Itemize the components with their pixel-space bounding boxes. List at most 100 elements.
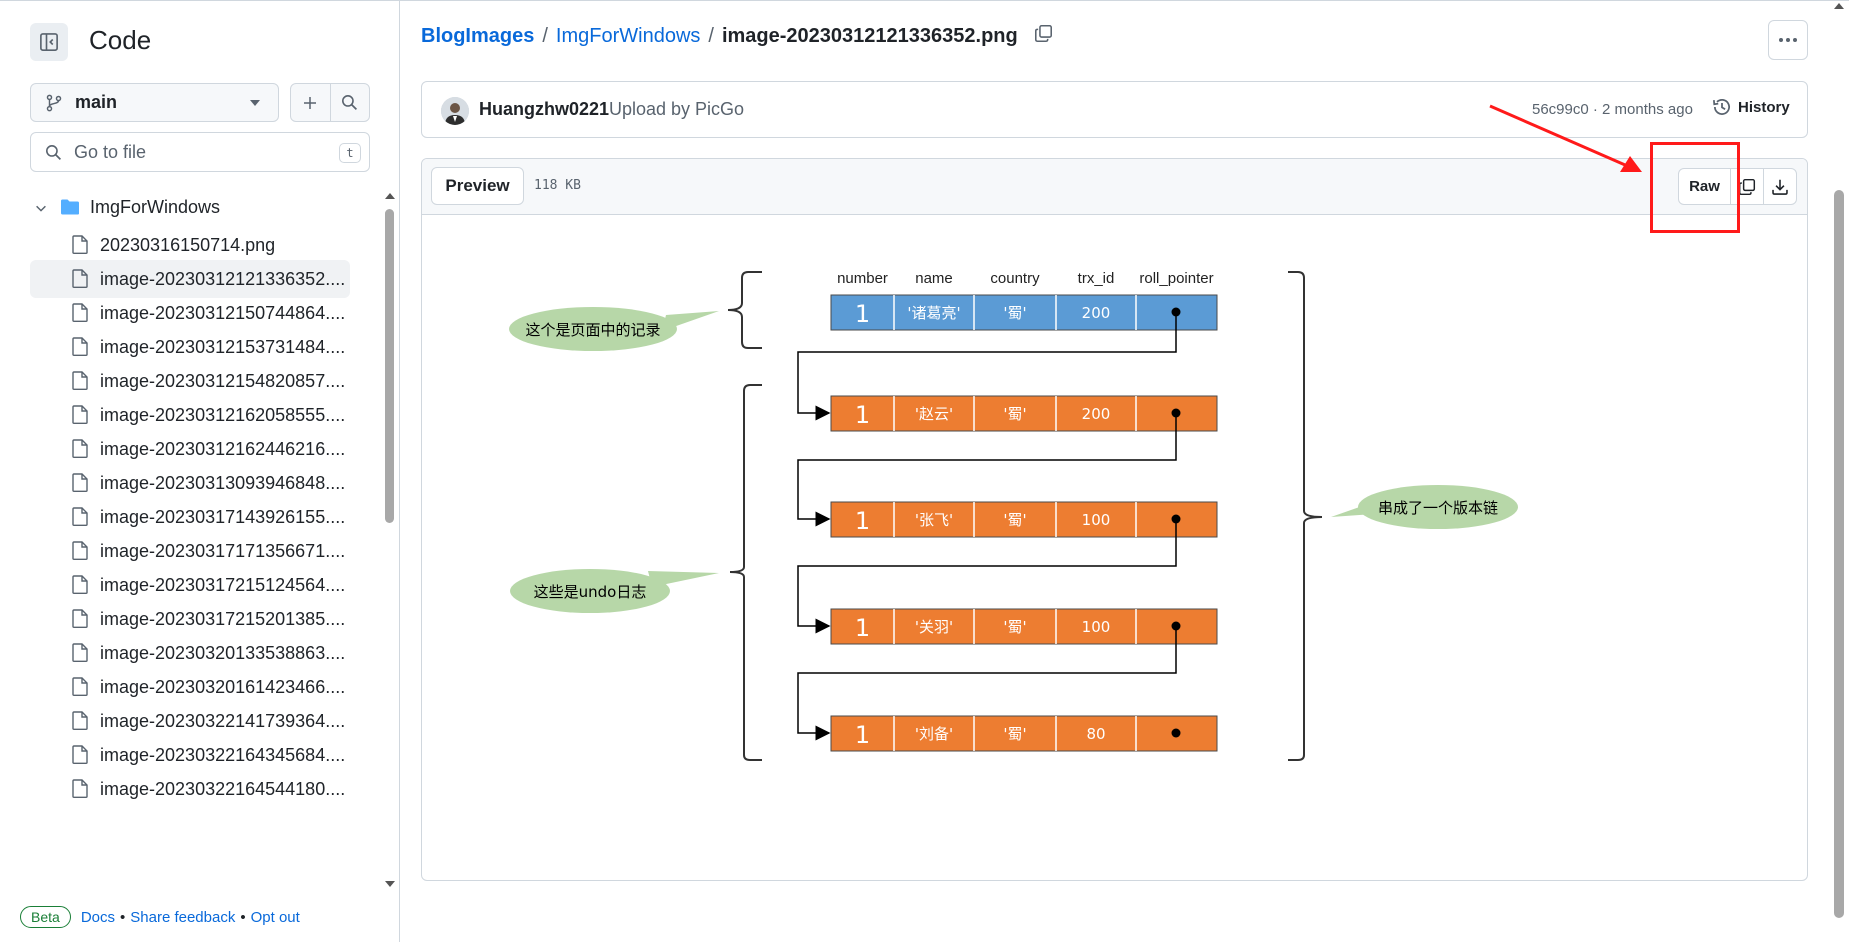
tree-file-item[interactable]: image-20230312162058555.... <box>30 396 350 434</box>
kebab-dot <box>1779 38 1783 42</box>
diagram-cell-number: 1 <box>855 507 870 535</box>
annotation-arrow <box>1489 104 1633 170</box>
scroll-down-arrow-icon[interactable] <box>385 881 395 887</box>
tree-file-item[interactable]: image-20230312154820857.... <box>30 362 350 400</box>
tree-file-name: image-20230317143926155.... <box>100 507 346 527</box>
tree-file-name: image-20230322164345684.... <box>100 745 346 765</box>
share-feedback-link[interactable]: Share feedback <box>130 908 236 926</box>
diagram-record-row: 1'诸葛亮''蜀'200 <box>830 294 1218 331</box>
commit-meta[interactable]: 56c99c0 · 2 months ago <box>1532 101 1693 118</box>
go-to-file-input[interactable]: Go to file t <box>30 132 370 172</box>
diagram-record-row: 1'关羽''蜀'100 <box>830 608 1218 645</box>
diagram-cell-country: '蜀' <box>1003 725 1026 743</box>
tree-file-item[interactable]: image-20230320133538863.... <box>30 634 350 672</box>
more-options-button[interactable] <box>1768 20 1808 60</box>
scroll-up-arrow-icon[interactable] <box>385 193 395 199</box>
diagram-column-header: roll_pointer <box>1139 270 1213 287</box>
opt-out-link[interactable]: Opt out <box>250 908 300 926</box>
diagram-cell-number: 1 <box>855 614 870 642</box>
tree-file-item[interactable]: image-20230312153731484.... <box>30 328 350 366</box>
tree-file-item[interactable]: image-20230317215201385.... <box>30 600 350 638</box>
file-icon <box>72 439 88 458</box>
diagram-record-row: 1'刘备''蜀'80 <box>830 715 1218 752</box>
preview-button[interactable]: Preview <box>431 167 524 205</box>
diagram-column-header: country <box>990 270 1040 287</box>
page-scrollbar-thumb[interactable] <box>1834 190 1844 918</box>
avatar[interactable] <box>441 97 469 125</box>
copy-raw-button[interactable] <box>1730 169 1763 204</box>
diagram-row-background <box>830 294 1218 331</box>
diagram-cell-trx_id: 200 <box>1082 405 1111 423</box>
go-to-file-placeholder: Go to file <box>74 141 147 162</box>
tree-file-name: image-20230320133538863.... <box>100 643 346 663</box>
breadcrumb-separator: / <box>542 25 548 47</box>
add-file-button[interactable] <box>291 84 330 121</box>
download-button[interactable] <box>1763 169 1796 204</box>
breadcrumb-repo-link[interactable]: BlogImages <box>421 25 535 47</box>
tree-file-name: image-20230320161423466.... <box>100 677 346 697</box>
tree-file-item[interactable]: image-20230320161423466.... <box>30 668 350 706</box>
docs-link[interactable]: Docs <box>80 908 115 926</box>
history-button[interactable]: History <box>1712 97 1790 117</box>
diagram-cell-name: '关羽' <box>915 618 953 636</box>
tree-file-item[interactable]: image-20230312121336352.... <box>30 260 350 298</box>
sidebar-scrollbar-thumb[interactable] <box>385 209 394 523</box>
diagram-cell-number: 1 <box>855 721 870 749</box>
diagram-cell-country: '蜀' <box>1003 511 1026 529</box>
diagram-row-background <box>830 501 1218 538</box>
file-icon <box>72 507 88 526</box>
file-icon <box>72 745 88 764</box>
copy-icon <box>1738 178 1756 195</box>
annotation-arrowhead <box>1620 156 1642 172</box>
tree-file-item[interactable]: image-20230312162446216.... <box>30 430 350 468</box>
diagram-row-background <box>830 715 1218 752</box>
file-icon <box>72 575 88 594</box>
tree-file-item[interactable]: image-20230322164345684.... <box>30 736 350 774</box>
raw-button[interactable]: Raw <box>1689 178 1720 195</box>
history-icon <box>1713 99 1730 115</box>
sidebar-footer: Beta Docs • Share feedback • Opt out <box>20 904 300 930</box>
kebab-dot <box>1786 38 1790 42</box>
tree-file-item[interactable]: image-20230322164544180.... <box>30 770 350 808</box>
diagram-row-background <box>830 395 1218 432</box>
copy-path-button[interactable] <box>1034 24 1053 49</box>
tree-file-item[interactable]: image-20230322141739364.... <box>30 702 350 740</box>
roll-pointer-link <box>797 626 1177 741</box>
diagram-cell-number: 1 <box>855 401 870 429</box>
keyboard-shortcut-hint: t <box>339 143 361 163</box>
branch-name: main <box>75 92 118 112</box>
tree-file-item[interactable]: image-20230317215124564.... <box>30 566 350 604</box>
branch-selector[interactable]: main <box>30 83 279 122</box>
folder-icon <box>61 199 79 215</box>
diagram-cell-trx_id: 80 <box>1086 725 1105 743</box>
user-avatar-icon <box>441 97 469 125</box>
tree-file-name: image-20230317215201385.... <box>100 609 346 629</box>
bubble-undo-text: 这些是undo日志 <box>534 583 647 601</box>
search-icon <box>46 144 62 160</box>
tree-file-item[interactable]: image-20230317143926155.... <box>30 498 350 536</box>
file-icon <box>72 303 88 322</box>
tree-file-item[interactable]: 20230316150714.png <box>30 226 350 264</box>
file-icon <box>72 609 88 628</box>
tree-file-name: 20230316150714.png <box>100 235 276 255</box>
search-files-button[interactable] <box>329 84 369 121</box>
tree-file-item[interactable]: image-20230312150744864.... <box>30 294 350 332</box>
commit-message[interactable]: Upload by PicGo <box>609 99 745 119</box>
tree-file-name: image-20230312162446216.... <box>100 439 346 459</box>
tree-folder[interactable]: ImgForWindows <box>30 190 350 226</box>
page-scroll-up-icon[interactable] <box>1834 3 1844 9</box>
tree-file-item[interactable]: image-20230313093946848.... <box>30 464 350 502</box>
tree-file-name: image-20230317171356671.... <box>100 541 346 561</box>
file-icon <box>72 337 88 356</box>
tree-file-item[interactable]: image-20230317171356671.... <box>30 532 350 570</box>
diagram-cell-name: '赵云' <box>915 405 953 423</box>
commit-author[interactable]: Huangzhw0221 <box>479 99 610 119</box>
breadcrumb-folder-link[interactable]: ImgForWindows <box>555 25 701 47</box>
annotation-highlight-box <box>1650 142 1740 233</box>
diagram-cell-country: '蜀' <box>1003 618 1026 636</box>
bubble-chain-text: 串成了一个版本链 <box>1378 499 1498 517</box>
diagram-record-row: 1'赵云''蜀'200 <box>830 395 1218 432</box>
collapse-sidebar-button[interactable] <box>30 23 68 61</box>
diagram-cell-country: '蜀' <box>1003 304 1026 322</box>
